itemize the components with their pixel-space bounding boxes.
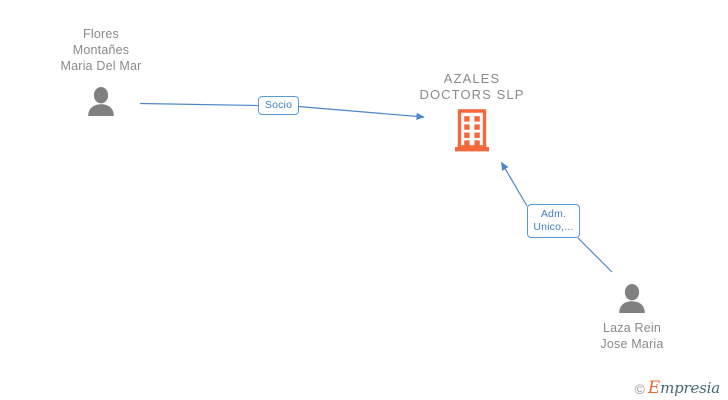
empresia-logo-rest: mpresia [660,379,720,397]
building-icon[interactable] [451,109,493,154]
copyright-symbol: © [634,380,645,397]
empresia-watermark: © Empresia [634,378,721,398]
empresia-logo-text: Empresia [647,378,720,398]
person-label-laza-rein-jose-maria: Laza Rein Jose Maria [600,321,664,351]
relation-chip-socio[interactable]: Socio [258,96,299,115]
edge-socio [139,102,425,121]
edge-adm-unico [500,161,613,273]
person-icon-flores-montanes-maria-del-mar[interactable] [85,87,117,117]
person-label-flores-montanes-maria-del-mar: Flores Montañes Maria Del Mar [60,27,142,73]
company-label-azales-doctors-slp: AZALES DOCTORS SLP [419,71,525,102]
relation-chip-adm-unico[interactable]: Adm. Unico,... [527,204,580,238]
empresia-logo-initial: E [647,378,661,398]
person-icon-laza-rein-jose-maria[interactable] [616,284,648,314]
